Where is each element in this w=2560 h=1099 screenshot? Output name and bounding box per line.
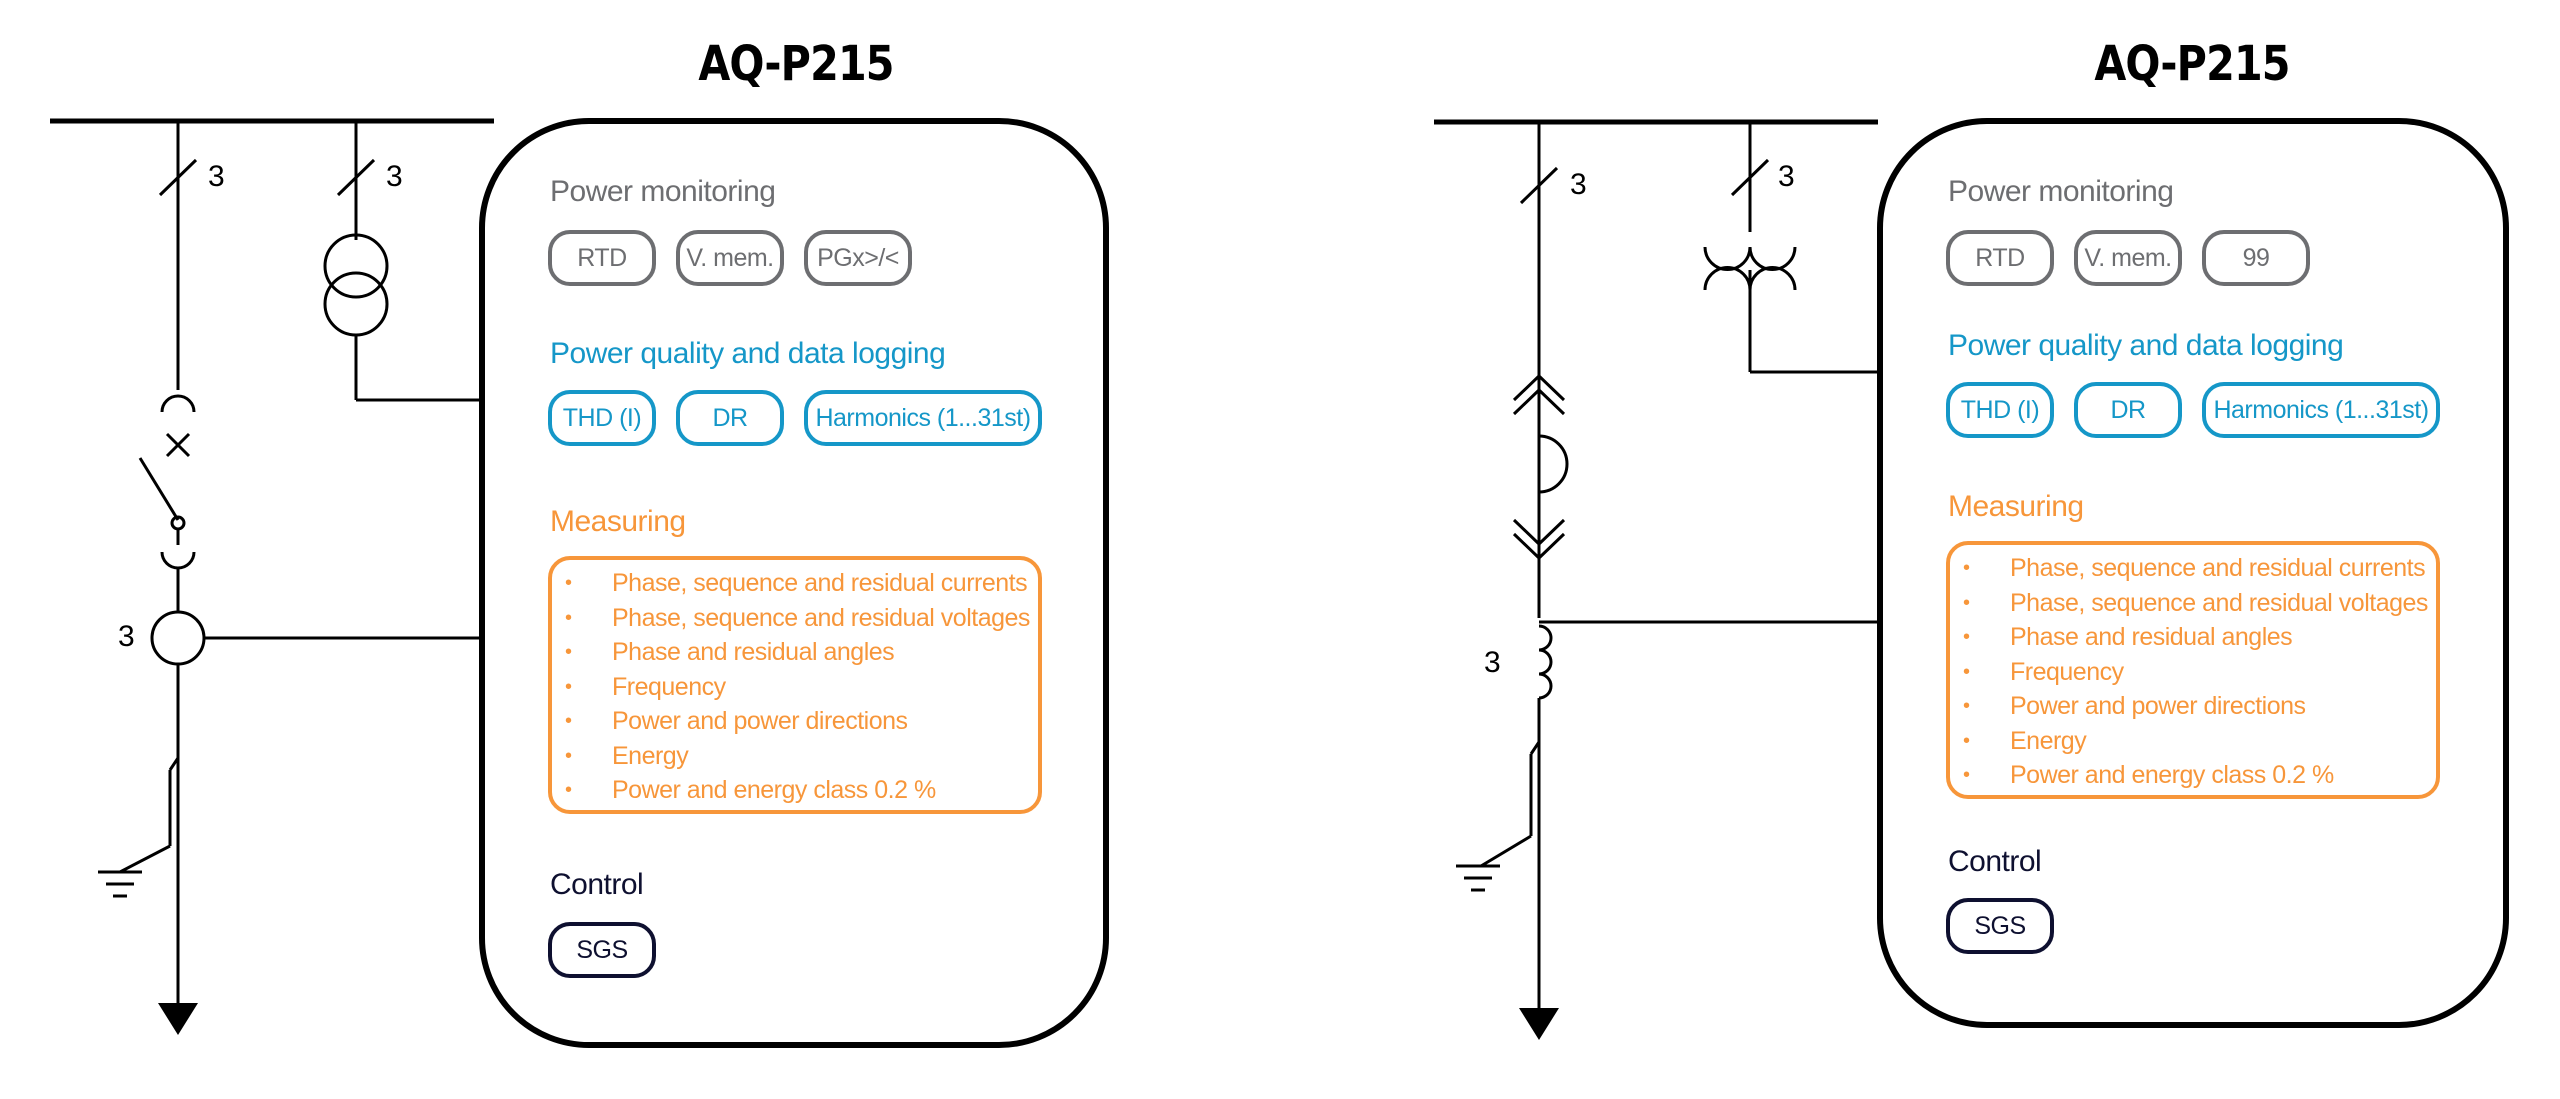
phase-count-main: 3 — [1570, 168, 1587, 201]
disconnector-blade — [138, 457, 180, 521]
phase-count-main: 3 — [208, 160, 225, 193]
control-title: Control — [1948, 845, 2042, 878]
measuring-title: Measuring — [550, 505, 686, 538]
measuring-list-box: Phase, sequence and residual currents Ph… — [1946, 541, 2440, 799]
single-line-diagram-right — [1434, 119, 1880, 1040]
diagram-panel-left: 3 3 3 AQ-P215 Power monitoring RTD V. me… — [0, 0, 1280, 1099]
chip-dr: DR — [2074, 382, 2182, 438]
measuring-list: Phase, sequence and residual currents Ph… — [1950, 545, 2436, 793]
chevron-up-2 — [1512, 387, 1566, 416]
control-title: Control — [550, 868, 644, 901]
phase-slash-vt — [1730, 158, 1770, 197]
measuring-list-box: Phase, sequence and residual currents Ph… — [548, 556, 1042, 814]
phase-count-vt: 3 — [386, 160, 403, 193]
list-item: Phase and residual angles — [1950, 620, 2436, 655]
chip-power-function: 99 — [2202, 230, 2310, 286]
list-item: Phase, sequence and residual voltages — [1950, 586, 2436, 621]
list-item: Power and energy class 0.2 % — [552, 773, 1038, 808]
power-quality-title: Power quality and data logging — [550, 337, 946, 370]
list-item: Energy — [1950, 724, 2436, 759]
voltage-transformer-coil-top — [1703, 246, 1797, 271]
feeder-arrow — [1519, 1008, 1559, 1040]
list-item: Power and power directions — [552, 704, 1038, 739]
chip-harmonics: Harmonics (1...31st) — [2202, 382, 2440, 438]
measuring-title: Measuring — [1948, 490, 2084, 523]
current-transformer-symbol — [150, 610, 206, 666]
disconnector-arc-bottom — [160, 551, 196, 570]
chevron-down-1 — [1512, 518, 1566, 547]
breaker-arc — [1538, 434, 1569, 494]
measuring-list: Phase, sequence and residual currents Ph… — [552, 560, 1038, 808]
phase-slash-main — [1519, 166, 1559, 205]
list-item: Phase and residual angles — [552, 635, 1038, 670]
phase-slash-vt — [336, 158, 376, 197]
chip-dr: DR — [676, 390, 784, 446]
ct-count: 3 — [1484, 646, 1501, 679]
single-line-diagram-left — [50, 118, 494, 1035]
voltage-transformer-coil-bottom — [323, 271, 389, 337]
voltage-transformer-coil-top — [323, 233, 389, 299]
phase-slash-main — [158, 158, 198, 197]
list-item: Energy — [552, 739, 1038, 774]
device-title: AQ-P215 — [698, 36, 894, 92]
chevron-up-1 — [1512, 373, 1566, 402]
chip-power-function: PGx>/< — [804, 230, 912, 286]
breaker-cross-b — [165, 432, 191, 458]
power-quality-title: Power quality and data logging — [1948, 329, 2344, 362]
breaker-arc-top — [160, 394, 196, 413]
chip-rtd: RTD — [1946, 230, 2054, 286]
chip-sgs: SGS — [1946, 898, 2054, 954]
list-item: Phase, sequence and residual currents — [552, 566, 1038, 601]
ct-count: 3 — [118, 620, 135, 653]
list-item: Frequency — [552, 670, 1038, 705]
chip-voltage-memory: V. mem. — [2074, 230, 2182, 286]
power-monitoring-title: Power monitoring — [550, 175, 776, 208]
chip-rtd: RTD — [548, 230, 656, 286]
diagram-panel-right: 3 3 3 AQ-P215 Power monitoring RTD V. me… — [1280, 0, 2560, 1099]
phase-count-vt: 3 — [1778, 160, 1795, 193]
chip-voltage-memory: V. mem. — [676, 230, 784, 286]
power-monitoring-title: Power monitoring — [1948, 175, 2174, 208]
list-item: Phase, sequence and residual currents — [1950, 551, 2436, 586]
chip-sgs: SGS — [548, 922, 656, 978]
current-transformer-symbol — [1538, 624, 1553, 700]
device-title: AQ-P215 — [2094, 36, 2290, 92]
chip-harmonics: Harmonics (1...31st) — [804, 390, 1042, 446]
feeder-arrow — [158, 1003, 198, 1035]
list-item: Frequency — [1950, 655, 2436, 690]
chip-thd: THD (I) — [1946, 382, 2054, 438]
list-item: Power and energy class 0.2 % — [1950, 758, 2436, 793]
chip-thd: THD (I) — [548, 390, 656, 446]
list-item: Power and power directions — [1950, 689, 2436, 724]
list-item: Phase, sequence and residual voltages — [552, 601, 1038, 636]
chevron-down-2 — [1512, 532, 1566, 561]
